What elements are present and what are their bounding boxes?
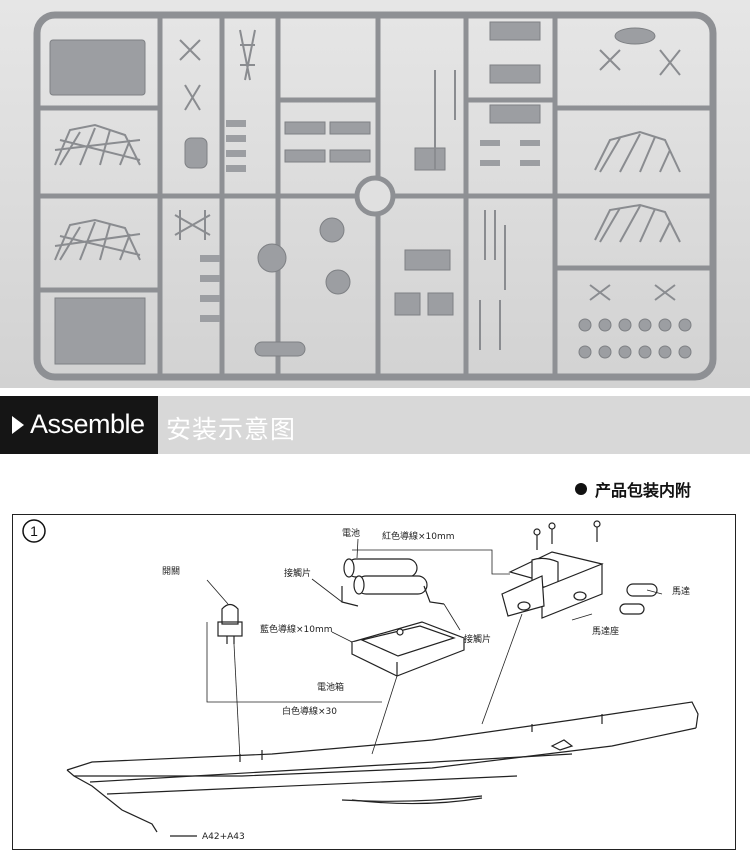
assembly-diagram: 1 — [12, 514, 736, 850]
package-note-text: 产品包装内附 — [595, 481, 692, 500]
label-blue-wire: 藍色導線×10mm — [260, 623, 333, 635]
label-battery-box: 電池箱 — [317, 681, 344, 693]
banner-title-english: Assemble — [30, 409, 145, 439]
step-number: 1 — [30, 523, 38, 539]
leader-lines — [206, 538, 663, 703]
play-arrow-icon — [12, 416, 24, 434]
label-part-ref: A42+A43 — [202, 832, 245, 842]
ship-hull — [66, 701, 699, 833]
battery-pack — [341, 558, 445, 607]
banner-title-chinese: 安装示意图 — [166, 415, 297, 444]
step-number-circle — [22, 519, 46, 543]
sprue-photo — [0, 0, 750, 388]
switch-part — [206, 579, 243, 760]
section-banner: Assemble 安装示意图 — [0, 396, 750, 454]
battery-box — [350, 621, 466, 755]
label-red-wire: 紅色導線×10mm — [382, 530, 455, 542]
motor-assembly — [481, 520, 658, 725]
label-motor-mount: 馬達座 — [592, 625, 619, 637]
label-battery: 電池 — [342, 527, 360, 539]
label-switch: 開關 — [162, 566, 180, 577]
label-contact-right: 接觸片 — [464, 633, 491, 645]
bullet-dot-icon — [575, 483, 587, 495]
label-motor: 馬達 — [672, 585, 690, 597]
banner-dark-block: Assemble — [0, 396, 158, 454]
package-note: 产品包装内附 — [575, 477, 691, 501]
label-white-wire: 白色導線×30 — [282, 705, 337, 717]
label-contact-left: 接觸片 — [284, 567, 311, 579]
